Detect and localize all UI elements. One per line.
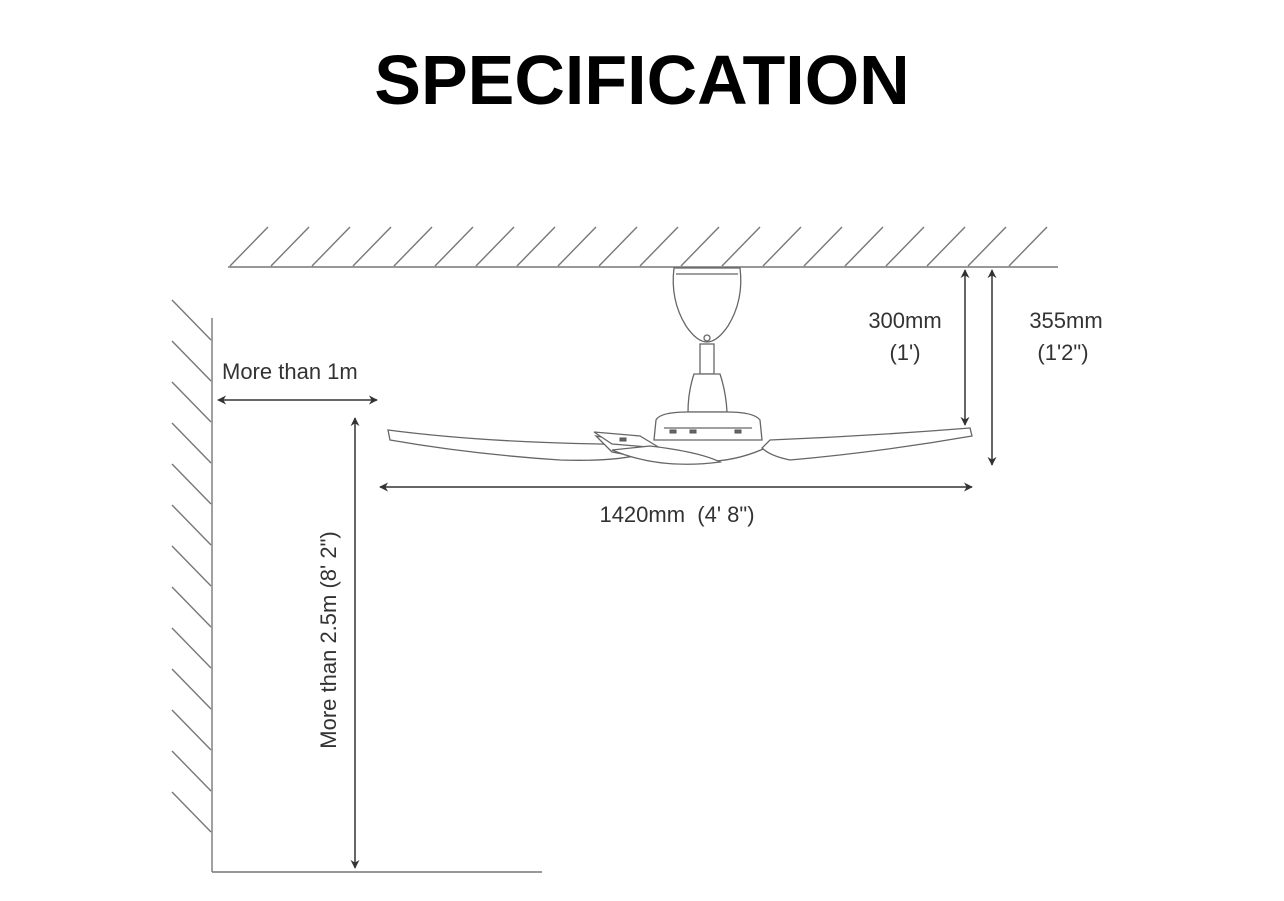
blade-drop-ft-label: (1') xyxy=(889,340,920,365)
ceiling-hatch xyxy=(229,226,1048,267)
wall-hatch-line xyxy=(171,340,212,382)
ceiling-hatch-line xyxy=(967,226,1007,267)
ceiling-hatch-line xyxy=(680,226,720,267)
wall-hatch-line xyxy=(171,381,212,423)
ceiling-hatch-line xyxy=(721,226,761,267)
ceiling-hatch-line xyxy=(598,226,638,267)
wall xyxy=(171,299,542,873)
ceiling-hatch-line xyxy=(270,226,310,267)
ceiling-hatch-line xyxy=(885,226,925,267)
wall-hatch-line xyxy=(171,709,212,751)
ceiling-hatch-line xyxy=(516,226,556,267)
fan-canopy xyxy=(672,267,742,343)
ceiling-hatch-line xyxy=(229,226,269,267)
ceiling-hatch-line xyxy=(352,226,392,267)
ceiling-fan xyxy=(387,267,973,465)
ceiling-hatch-line xyxy=(762,226,802,267)
fan-blade-right xyxy=(761,427,973,461)
fan-motor-housing xyxy=(687,373,728,413)
wall-hatch-line xyxy=(171,422,212,464)
wall-clearance-label: More than 1m xyxy=(222,359,358,384)
ceiling-hatch-line xyxy=(393,226,433,267)
total-drop-ft-label: (1'2") xyxy=(1037,340,1088,365)
ceiling xyxy=(228,226,1058,268)
ceiling-hatch-line xyxy=(639,226,679,267)
ceiling-hatch-line xyxy=(803,226,843,267)
floor-clearance-label: More than 2.5m (8' 2") xyxy=(316,531,341,748)
ceiling-hatch-line xyxy=(1008,226,1048,267)
wall-hatch-line xyxy=(171,504,212,546)
total-drop-mm-label: 355mm xyxy=(1029,308,1102,333)
dimension-lines xyxy=(217,269,997,869)
ceiling-hatch-line xyxy=(311,226,351,267)
wall-hatch-line xyxy=(171,586,212,628)
ceiling-hatch-line xyxy=(475,226,515,267)
span-label: 1420mm (4' 8") xyxy=(599,502,754,527)
ceiling-hatch-line xyxy=(434,226,474,267)
ceiling-hatch-line xyxy=(844,226,884,267)
blade-drop-mm-label: 300mm xyxy=(868,308,941,333)
wall-hatch-line xyxy=(171,791,212,833)
wall-hatch-line xyxy=(171,627,212,669)
page-title: SPECIFICATION xyxy=(374,41,910,119)
wall-hatch-line xyxy=(171,750,212,792)
ceiling-hatch-line xyxy=(557,226,597,267)
wall-hatch-line xyxy=(171,668,212,710)
fan-downrod xyxy=(699,343,715,375)
wall-hatch-line xyxy=(171,299,212,341)
ceiling-hatch-line xyxy=(926,226,966,267)
wall-hatch-line xyxy=(171,463,212,505)
wall-hatch-line xyxy=(171,545,212,587)
wall-hatch xyxy=(171,299,212,833)
